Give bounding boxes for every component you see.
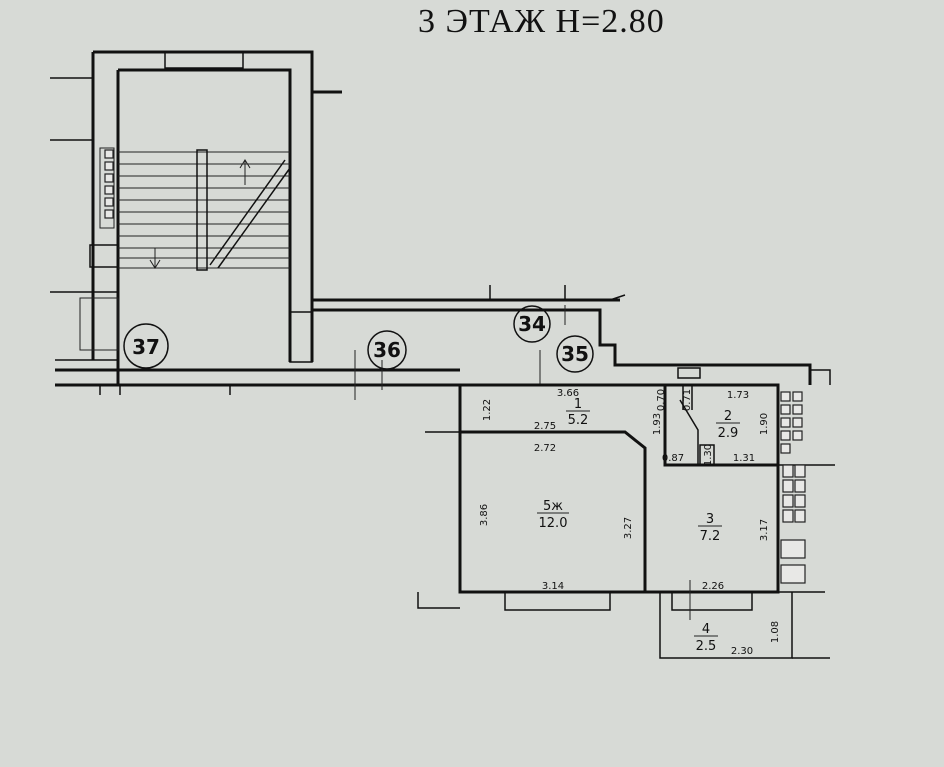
dim-label: 1.08 — [770, 621, 781, 643]
unit-circle — [556, 335, 594, 373]
dim-label: 0.87 — [662, 453, 684, 464]
room-3-label: 3 7.2 — [698, 512, 722, 544]
dim-label: 1.31 — [733, 453, 755, 464]
dim-label: 1.93 — [652, 413, 663, 435]
unit-label: 37 — [132, 335, 160, 359]
dim-label: 3.14 — [542, 581, 564, 592]
unit-circle — [513, 305, 551, 343]
dim-label: 2.26 — [702, 581, 724, 592]
unit-label: 35 — [561, 342, 589, 366]
unit-circle — [367, 330, 407, 370]
unit-label: 36 — [373, 338, 401, 362]
svg-text:2.5: 2.5 — [696, 639, 717, 654]
dim-label: 3.86 — [479, 504, 490, 526]
svg-text:7.2: 7.2 — [700, 529, 721, 544]
unit-35: 35 — [556, 335, 594, 373]
window-staircase — [164, 51, 244, 69]
svg-text:5.2: 5.2 — [568, 413, 589, 428]
dim-label: 3.17 — [759, 519, 770, 541]
corridor — [310, 285, 831, 400]
dim-label: 1.30 — [703, 444, 714, 466]
unit-36: 36 — [367, 330, 407, 370]
svg-text:1: 1 — [574, 397, 582, 412]
floor-title: 3 ЭТАЖ Н=2.80 — [418, 3, 665, 40]
staircase — [50, 50, 620, 395]
dim-label: 1.22 — [482, 399, 493, 421]
room-5-label: 5ж 12.0 — [537, 499, 569, 531]
unit-circle — [123, 323, 169, 369]
vent-shafts — [104, 149, 806, 584]
svg-text:12.0: 12.0 — [539, 516, 568, 531]
room-1-label: 1 5.2 — [566, 397, 590, 428]
svg-text:3: 3 — [706, 512, 714, 527]
room-2-label: 2 2.9 — [716, 409, 740, 441]
stair-treads — [118, 149, 291, 271]
dimension-labels: 3.66 1.73 1.22 0.70 0.71 1.93 1.90 2.75 … — [479, 388, 781, 657]
unit-37: 37 — [123, 323, 169, 369]
svg-text:2.9: 2.9 — [718, 426, 739, 441]
svg-text:2: 2 — [724, 409, 732, 424]
unit-label: 34 — [518, 312, 546, 336]
dim-label: 1.90 — [759, 413, 770, 435]
dim-label: 2.30 — [731, 646, 753, 657]
window-room3 — [671, 591, 753, 611]
dim-label: 2.75 — [534, 421, 556, 432]
window-room5 — [504, 591, 611, 611]
dim-label: 3.27 — [623, 517, 634, 539]
dim-label: 2.72 — [534, 443, 556, 454]
dim-label: 0.70 — [656, 389, 667, 411]
dim-label: 3.66 — [557, 388, 579, 399]
dim-label: 0.71 — [682, 389, 693, 411]
dim-label: 1.73 — [727, 390, 749, 401]
svg-text:4: 4 — [702, 622, 710, 637]
svg-text:5ж: 5ж — [543, 499, 563, 514]
room-4-label: 4 2.5 — [694, 622, 718, 654]
unit-34: 34 — [513, 305, 551, 343]
